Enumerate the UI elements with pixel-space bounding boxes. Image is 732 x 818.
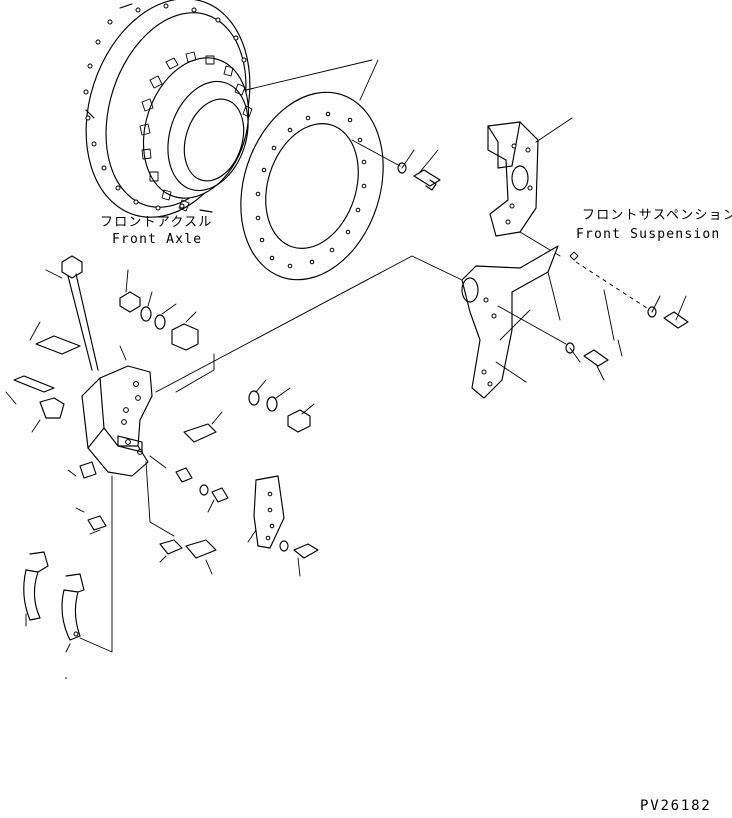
caliper-side-plate bbox=[247, 475, 319, 577]
disc-bolt-set bbox=[351, 139, 441, 191]
caliper-small-parts-upper bbox=[29, 269, 199, 355]
drawing-code: PV26182 bbox=[640, 798, 712, 814]
suspension-bolt-sets bbox=[497, 251, 689, 381]
front-suspension-label-jp: フロントサスペンション bbox=[582, 208, 732, 223]
caliper-top-bolt bbox=[45, 255, 99, 371]
connector-line-2 bbox=[175, 353, 215, 393]
caliper-left-pins bbox=[5, 375, 65, 433]
front-axle-label-en: Front Axle bbox=[112, 232, 202, 247]
front-suspension-label-en: Front Suspension bbox=[576, 227, 720, 242]
brake-disc bbox=[240, 59, 384, 281]
stray-mark bbox=[65, 677, 67, 679]
brake-pads bbox=[23, 475, 113, 653]
front-axle-label-jp: フロントアクスル bbox=[100, 215, 213, 230]
front-axle-hub bbox=[83, 0, 373, 218]
caliper-housing bbox=[81, 345, 153, 477]
connector-line bbox=[155, 255, 463, 393]
caliper-pin-right bbox=[183, 379, 315, 443]
caliper-lower-pins bbox=[145, 461, 217, 575]
caliper-fittings bbox=[67, 455, 229, 535]
suspension-bracket bbox=[487, 117, 573, 257]
suspension-arm bbox=[461, 245, 561, 399]
